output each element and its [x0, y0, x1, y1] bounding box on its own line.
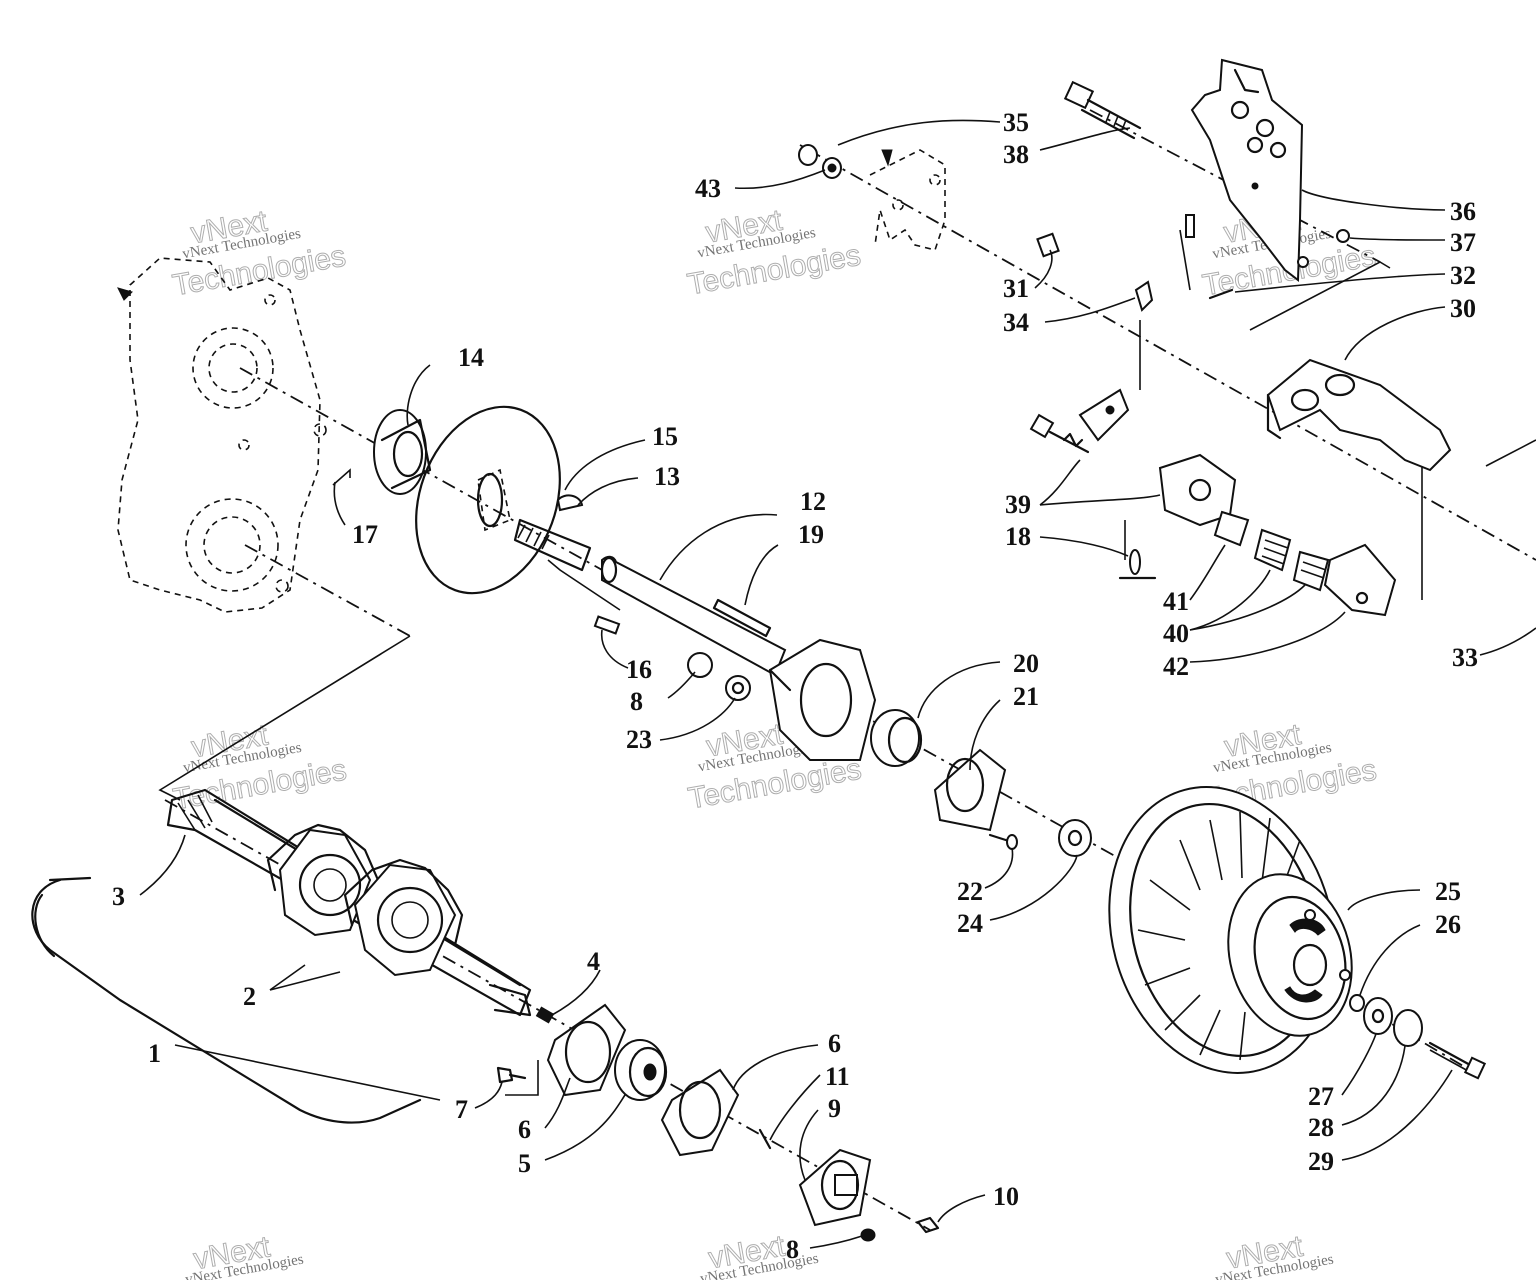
callout-42: 42	[1163, 652, 1189, 681]
callout-18: 18	[1005, 522, 1031, 551]
callout-1: 1	[148, 1039, 161, 1068]
watermark-bottom-center: vNext vNext Technologies	[699, 1229, 820, 1280]
bolt-31	[1036, 232, 1060, 258]
bearing-20	[870, 709, 923, 767]
callout-4: 4	[587, 947, 600, 976]
callout-40: 40	[1163, 619, 1189, 648]
callout-17: 17	[352, 520, 378, 549]
callout-8a: 8	[630, 687, 643, 716]
callout-26: 26	[1435, 910, 1461, 939]
callout-16: 16	[626, 655, 652, 684]
callout-11: 11	[825, 1062, 850, 1091]
callout-23: 23	[626, 725, 652, 754]
bearing-bracket	[768, 638, 877, 761]
mounting-plate	[1190, 58, 1304, 282]
washer-28	[1393, 1009, 1423, 1047]
callout-25: 25	[1435, 877, 1461, 906]
callout-15: 15	[652, 422, 678, 451]
leader-lines	[139, 119, 1536, 1249]
brake-lever	[1078, 388, 1130, 442]
callout-28: 28	[1308, 1113, 1334, 1142]
callout-14: 14	[458, 343, 484, 372]
callout-5: 5	[518, 1149, 531, 1178]
callout-27: 27	[1308, 1082, 1334, 1111]
callout-9: 9	[828, 1094, 841, 1123]
callout-31: 31	[1003, 274, 1029, 303]
stub-shaft	[513, 518, 592, 572]
nut-washer-43-35	[798, 144, 842, 179]
watermark-bottom-left: vNext vNext Technologies	[184, 1230, 305, 1280]
key-13	[556, 494, 584, 512]
cover-flange-14	[373, 409, 432, 495]
caliper-bracket-30	[1266, 358, 1452, 472]
callout-6b: 6	[828, 1029, 841, 1058]
callout-20: 20	[1013, 649, 1039, 678]
callout-19: 19	[798, 520, 824, 549]
callout-30: 30	[1450, 294, 1476, 323]
callout-41: 41	[1163, 587, 1189, 616]
driven-pulley-25	[1108, 786, 1353, 1074]
watermark-bottom-right: vNext vNext Technologies	[1214, 1229, 1335, 1280]
callout-21: 21	[1013, 682, 1039, 711]
callout-12: 12	[800, 487, 826, 516]
drive-shaft-assembly	[31, 788, 555, 1124]
flange-21	[933, 748, 1007, 832]
callout-8b: 8	[786, 1235, 799, 1264]
washer-26	[1349, 994, 1365, 1012]
bearing-flange-6b	[660, 1068, 740, 1157]
gearcase-housing	[117, 257, 327, 613]
watermark-top-center: vNext vNext Technologies Technologies	[685, 203, 864, 302]
callout-39: 39	[1005, 490, 1031, 519]
brake-disc-15	[415, 405, 561, 595]
flange-9	[798, 1148, 872, 1227]
callout-36: 36	[1450, 197, 1476, 226]
bolt-16	[593, 615, 621, 635]
clip-34	[1134, 280, 1154, 312]
watermark-top-left: vNext vNext Technologies Technologies	[170, 204, 349, 303]
spring-18	[1118, 549, 1157, 580]
bracket-dashed	[869, 149, 946, 251]
bearing-5	[614, 1039, 668, 1101]
callout-38: 38	[1003, 140, 1029, 169]
screw-22	[988, 833, 1018, 850]
callout-37: 37	[1450, 228, 1476, 257]
small-hardware-bottom	[496, 1066, 940, 1242]
callout-6a: 6	[518, 1115, 531, 1144]
callout-29: 29	[1308, 1147, 1334, 1176]
bolt-38	[1063, 80, 1142, 140]
callout-22: 22	[957, 877, 983, 906]
callout-3: 3	[112, 882, 125, 911]
callout-13: 13	[654, 462, 680, 491]
bearing-flange-6	[546, 1003, 627, 1097]
callout-10: 10	[993, 1182, 1019, 1211]
adjuster-39	[1029, 413, 1090, 454]
washer-27	[1363, 997, 1393, 1035]
callout-7: 7	[455, 1095, 468, 1124]
pin-32	[1208, 288, 1234, 300]
callout-33: 33	[1452, 643, 1478, 672]
callout-32: 32	[1450, 261, 1476, 290]
pads-40-41	[1213, 510, 1330, 592]
washer-24	[1058, 819, 1092, 857]
spring-pin-36-37	[1185, 214, 1350, 268]
key-19	[712, 598, 772, 638]
callout-24: 24	[957, 909, 983, 938]
caliper-half-42	[1323, 543, 1397, 617]
callout-2: 2	[243, 982, 256, 1011]
callout-35: 35	[1003, 108, 1029, 137]
callout-43: 43	[695, 174, 721, 203]
bolt-29	[1428, 1041, 1487, 1080]
callout-34: 34	[1003, 308, 1029, 337]
nut-8	[687, 652, 751, 701]
watermark-middle-left: vNext vNext Technologies Technologies	[170, 718, 349, 817]
callout-labels: 1 2 3 4 5 6 6 7 8 8 9 10 11 12 13 14 15 …	[112, 108, 1478, 1264]
